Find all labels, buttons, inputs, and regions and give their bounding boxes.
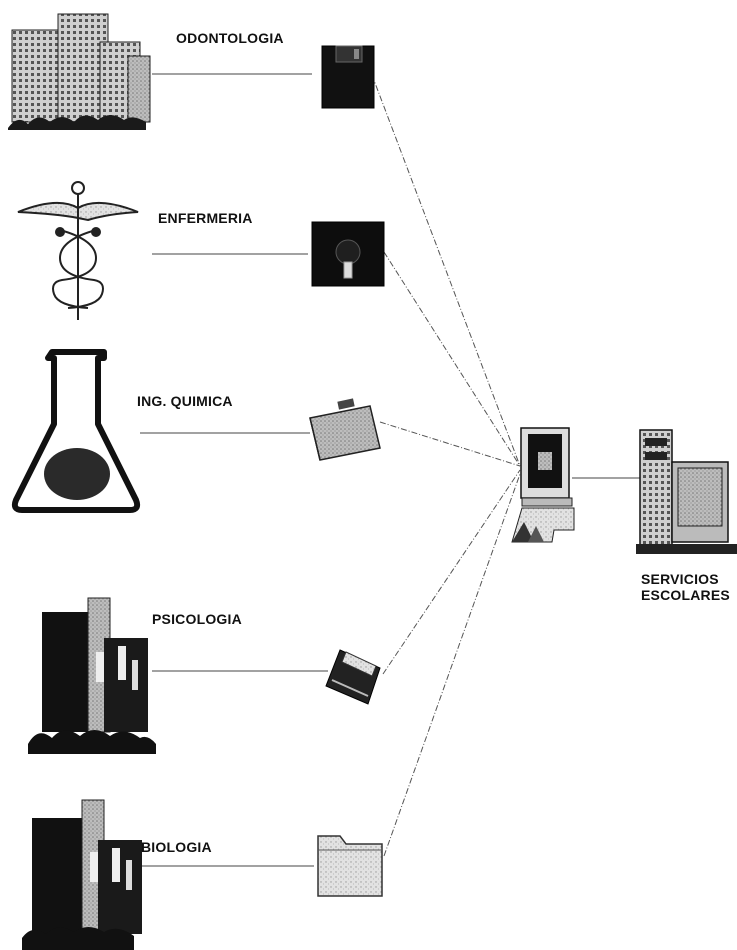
- flask-icon: [11, 349, 141, 513]
- label-enfermeria: ENFERMERIA: [158, 210, 253, 226]
- label-biologia: BIOLOGIA: [141, 839, 212, 855]
- label-odontologia: ODONTOLOGIA: [176, 30, 284, 46]
- hub-link-biologia: [383, 473, 521, 857]
- label-servicios-line2: ESCOLARES: [641, 587, 730, 603]
- label-servicios-escolares: SERVICIOS ESCOLARES: [641, 571, 730, 603]
- hub-link-psicologia: [382, 469, 521, 675]
- briefcase-icon: [309, 398, 381, 461]
- caduceus-icon: [17, 181, 139, 320]
- hub-link-ingquimica: [379, 421, 521, 467]
- folder-icon: [317, 835, 383, 897]
- hub-link-enfermeria: [383, 251, 521, 467]
- label-ingquimica: ING. QUIMICA: [137, 393, 233, 409]
- label-servicios-line1: SERVICIOS: [641, 571, 719, 587]
- hospital-building-icon: [8, 13, 151, 130]
- tower-building-icon: [22, 799, 142, 950]
- computer-icon: [511, 427, 575, 543]
- hub-connectors: [371, 74, 521, 857]
- hub-link-odontologia: [371, 74, 521, 467]
- server-computer-icon: [636, 429, 737, 554]
- tower-building-icon: [28, 597, 156, 754]
- label-psicologia: PSICOLOGIA: [152, 611, 242, 627]
- printer-icon: [325, 649, 381, 705]
- department-connectors: [138, 73, 328, 867]
- floppy-disk-icon: [321, 45, 375, 109]
- floppy-disk-icon: [311, 221, 385, 287]
